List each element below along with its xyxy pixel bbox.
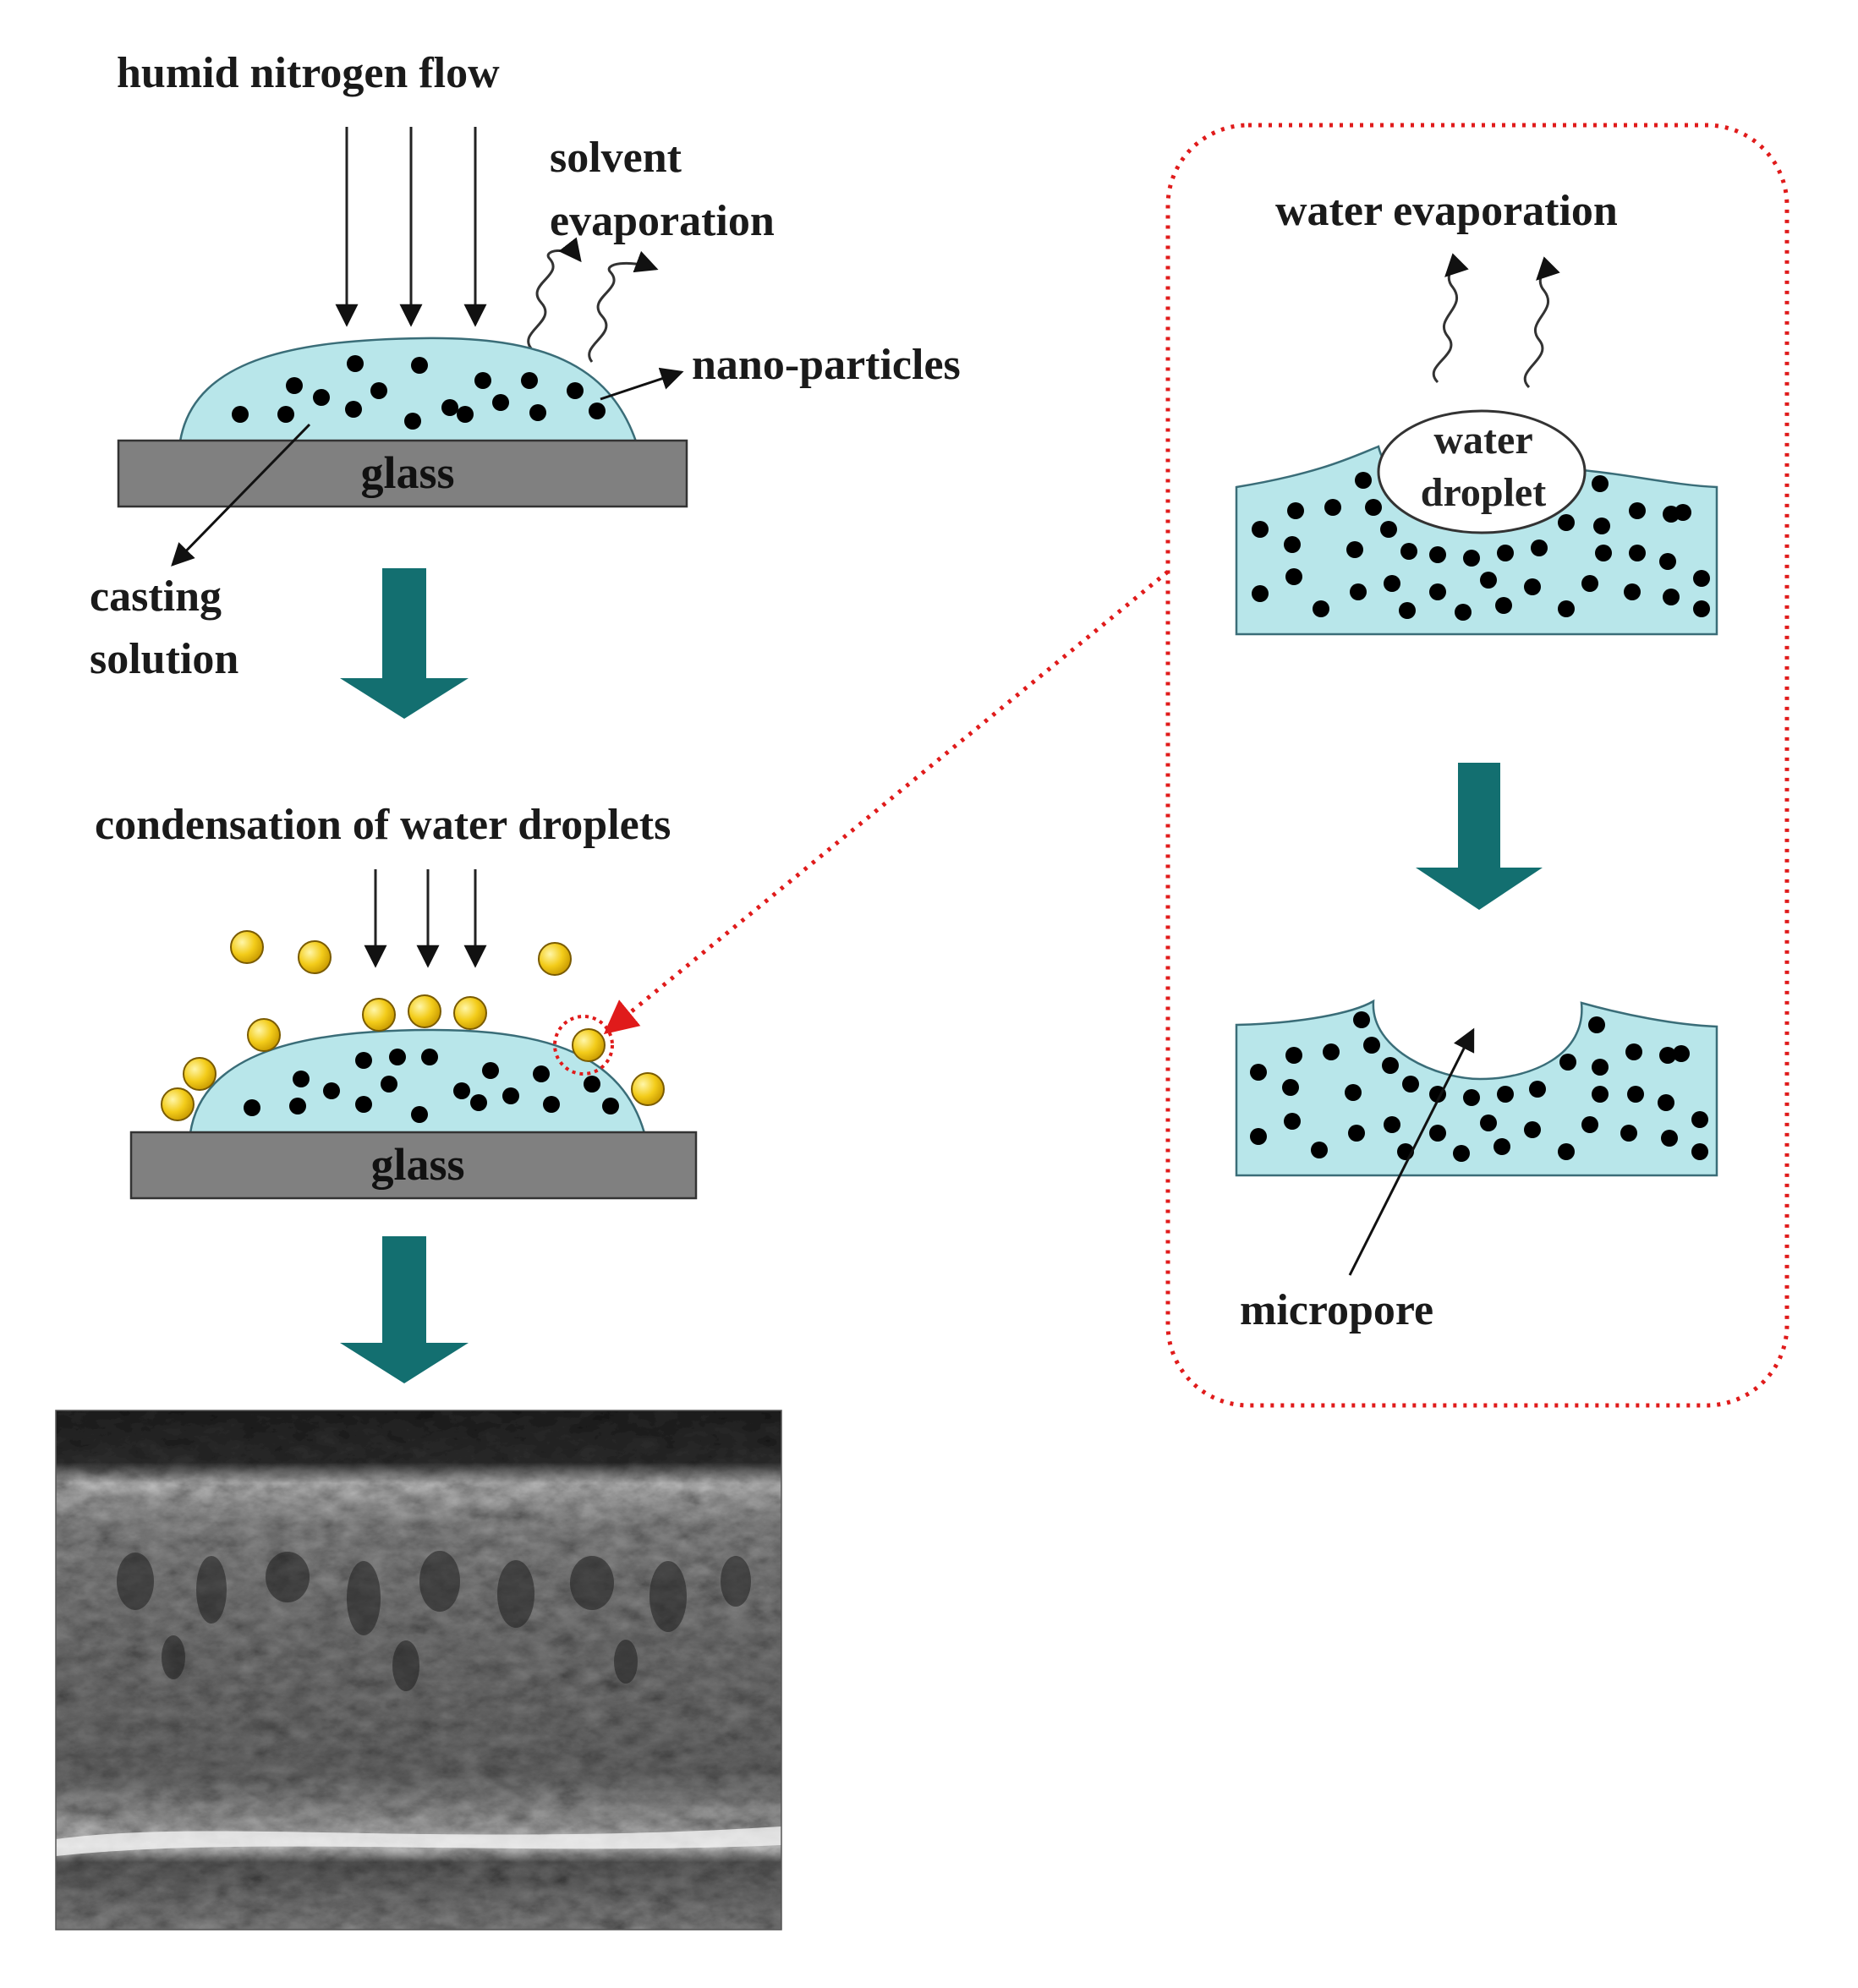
water-droplet-label-line2: droplet	[1421, 470, 1546, 515]
step-1-casting: humid nitrogen flow solvent evaporation …	[90, 49, 961, 683]
glass-substrate-top	[117, 439, 688, 508]
solution-with-micropore	[1235, 999, 1718, 1177]
solvent-evaporation-wavy-arrows	[527, 237, 659, 363]
nano-particles-pointer	[600, 367, 684, 401]
water-droplet-label-line1: water	[1433, 418, 1532, 463]
nitrogen-flow-arrows	[335, 127, 487, 327]
process-arrow-1	[340, 568, 469, 719]
sem-micrograph	[55, 1410, 782, 1930]
callout-connector	[603, 570, 1170, 1035]
solvent-evaporation-label-line1: solvent	[550, 134, 682, 182]
solvent-evaporation-label-line2: evaporation	[550, 197, 775, 245]
water-evaporation-wavy-arrows	[1432, 253, 1560, 389]
nano-particles-label: nano-particles	[692, 341, 961, 389]
nano-particles-lower-right	[1250, 1011, 1708, 1162]
micropore-label: micropore	[1240, 1286, 1433, 1334]
nano-particles-middle	[244, 1049, 619, 1123]
water-evaporation-label: water evaporation	[1275, 187, 1618, 235]
nano-particles-upper-right	[1252, 472, 1710, 621]
process-arrow-3	[1416, 763, 1543, 910]
zoom-panel: water evaporation water droplet	[603, 123, 1789, 1408]
glass-label-top: glass	[360, 447, 454, 498]
micropore-pointer	[1348, 1027, 1475, 1276]
casting-solution-pointer	[171, 423, 311, 567]
glass-label-bottom: glass	[370, 1139, 464, 1190]
humid-nitrogen-flow-label: humid nitrogen flow	[117, 49, 500, 97]
process-arrow-2	[340, 1236, 469, 1383]
droplet-callout-circle	[553, 1015, 614, 1076]
casting-solution-label-line2: solution	[90, 635, 238, 683]
step-2-condensation: condensation of water droplets glass	[95, 801, 698, 1200]
condensation-label: condensation of water droplets	[95, 801, 671, 849]
casting-solution-label-line1: casting	[90, 572, 222, 621]
nano-particles-top	[232, 355, 606, 430]
water-droplets	[161, 930, 665, 1121]
condensation-flow-arrows	[364, 869, 487, 968]
glass-substrate-bottom	[129, 1131, 698, 1200]
water-droplet-ellipse	[1377, 409, 1587, 534]
